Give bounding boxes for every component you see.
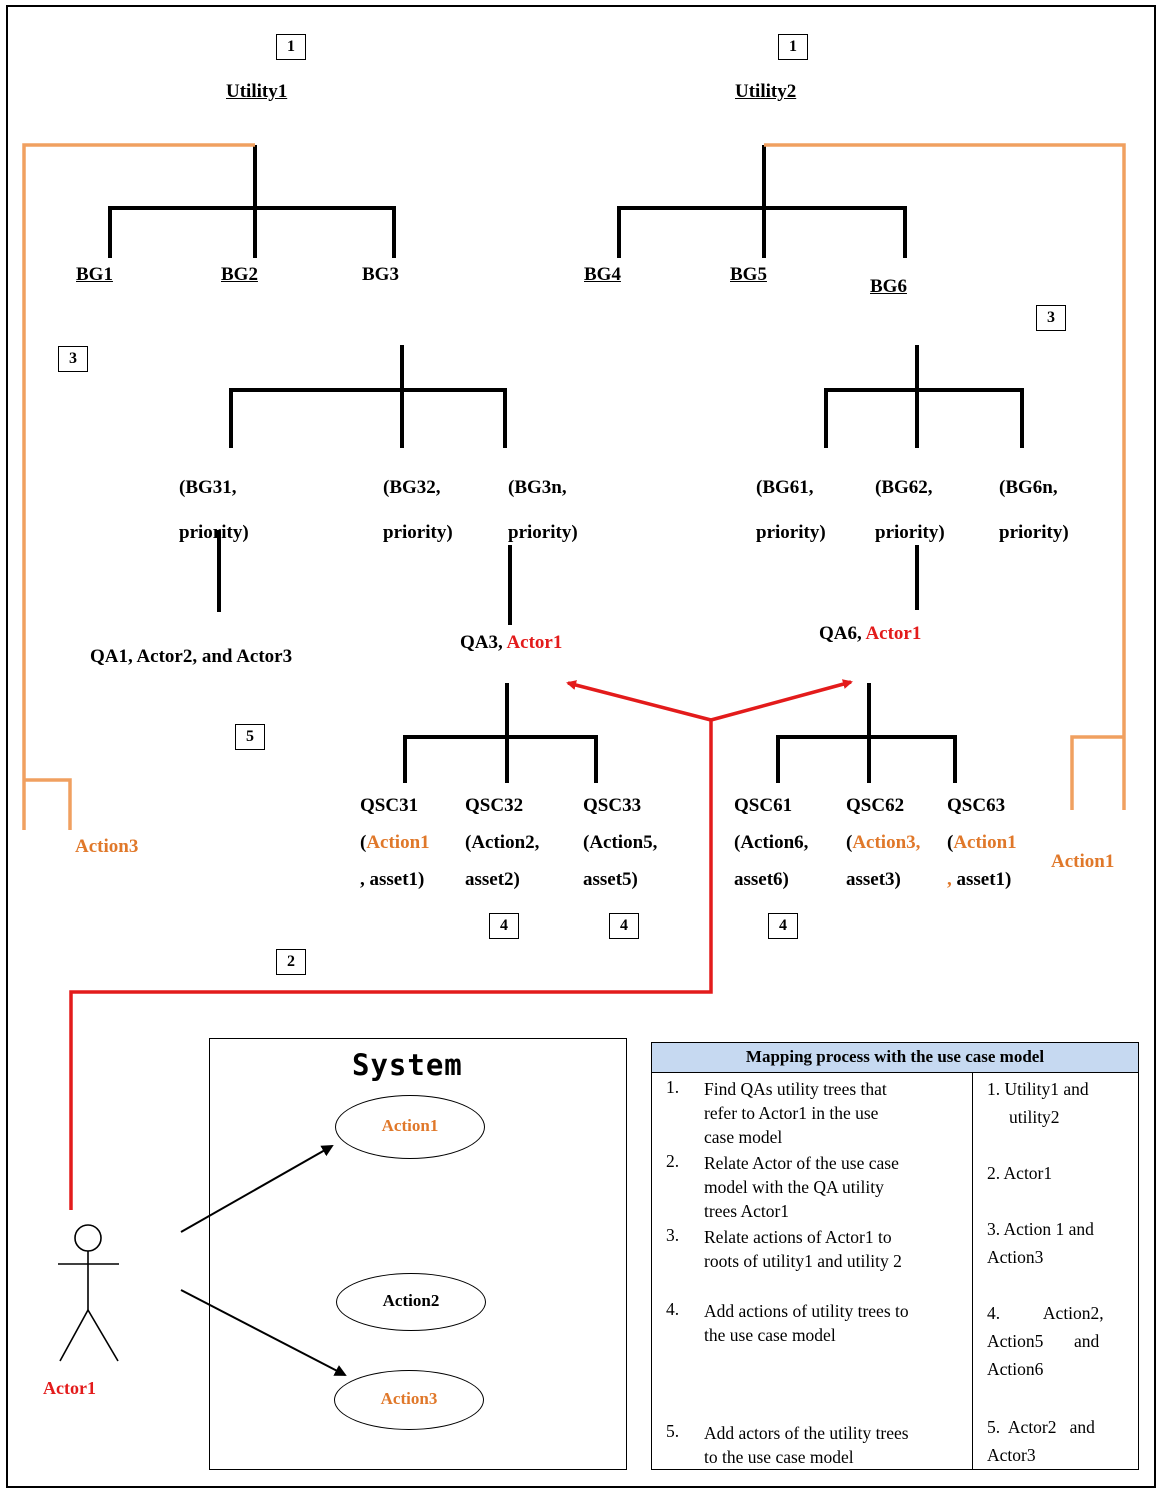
use-case-action3: Action3 bbox=[334, 1370, 484, 1430]
use-case-action1: Action1 bbox=[335, 1095, 485, 1159]
system-title: System bbox=[352, 1048, 463, 1082]
use-case-action2: Action2 bbox=[336, 1273, 486, 1331]
bg6-node: BG6 bbox=[870, 276, 907, 297]
utility2-root: Utility2 bbox=[735, 81, 797, 102]
step2-result: 2. Actor1 bbox=[987, 1163, 1053, 1183]
step4-number: 4. bbox=[666, 1299, 680, 1319]
system-boundary bbox=[209, 1038, 627, 1470]
bg31-node: (BG31,priority) bbox=[179, 477, 249, 543]
bg3n-node: (BG3n,priority) bbox=[508, 477, 578, 543]
step-label-4-c: 4 bbox=[768, 913, 798, 939]
bg5-node: BG5 bbox=[730, 264, 767, 285]
qsc63-node: QSC63 (Action1 , asset1) bbox=[947, 795, 1017, 890]
step5-text: Add actors of the utility trees to the u… bbox=[704, 1423, 909, 1467]
step-label-2: 2 bbox=[276, 949, 306, 975]
step2-number: 2. bbox=[666, 1151, 680, 1171]
step-label-4-b: 4 bbox=[609, 913, 639, 939]
step2-text: Relate Actor of the use case model with … bbox=[704, 1153, 899, 1221]
qsc31-node: QSC31 (Action1 , asset1) bbox=[360, 795, 430, 890]
step-label-3-right: 3 bbox=[1036, 305, 1066, 331]
step1-number: 1. bbox=[666, 1077, 680, 1097]
bg1-node: BG1 bbox=[76, 264, 113, 285]
qsc62-action: Action3, bbox=[852, 832, 921, 853]
step5-result: 5. Actor2 and Actor3 bbox=[987, 1417, 1095, 1465]
qsc62-node: QSC62 (Action3, asset3) bbox=[846, 795, 921, 890]
qsc33-node: QSC33 (Action5, asset5) bbox=[583, 795, 658, 890]
step4-result: 4. Action2, Action5 and Action6 bbox=[987, 1303, 1104, 1379]
step3-number: 3. bbox=[666, 1225, 680, 1245]
actor-figure bbox=[58, 1224, 119, 1362]
step1-text: Find QAs utility trees that refer to Act… bbox=[704, 1079, 887, 1147]
qa3-actor: Actor1 bbox=[506, 632, 563, 653]
step3-result: 3. Action 1 and Action3 bbox=[987, 1219, 1094, 1267]
mapping-table: Mapping process with the use case model … bbox=[651, 1042, 1139, 1470]
actor1-label: Actor1 bbox=[43, 1378, 96, 1398]
qa6-actor: Actor1 bbox=[865, 623, 922, 644]
qa3-node: QA3, Actor1 bbox=[460, 632, 563, 653]
right-action-label: Action1 bbox=[1051, 851, 1115, 872]
bg61-node: (BG61,priority) bbox=[756, 477, 826, 543]
figure-frame bbox=[6, 5, 1156, 1488]
bg4-node: BG4 bbox=[584, 264, 621, 285]
qsc63-action: Action1 bbox=[953, 832, 1017, 853]
bg62-node: (BG62,priority) bbox=[875, 477, 945, 543]
step1-result: 1. Utility1 and utility2 bbox=[987, 1079, 1089, 1127]
qa6-node: QA6, Actor1 bbox=[819, 623, 922, 644]
step-label-4-a: 4 bbox=[489, 913, 519, 939]
qa1-node: QA1, Actor2, and Actor3 bbox=[90, 646, 293, 667]
step4-text: Add actions of utility trees to the use … bbox=[704, 1301, 909, 1345]
bg32-node: (BG32,priority) bbox=[383, 477, 453, 543]
qsc31-action: Action1 bbox=[366, 832, 430, 853]
step-label-1-right: 1 bbox=[778, 34, 808, 60]
qsc32-node: QSC32 (Action2, asset2) bbox=[465, 795, 540, 890]
utility1-root: Utility1 bbox=[226, 81, 288, 102]
bg3-node: BG3 bbox=[362, 264, 399, 285]
mapping-table-title: Mapping process with the use case model bbox=[652, 1043, 1138, 1073]
left-action-label: Action3 bbox=[75, 836, 139, 857]
step-label-1-left: 1 bbox=[276, 34, 306, 60]
step-label-5: 5 bbox=[235, 724, 265, 750]
bg6n-node: (BG6n,priority) bbox=[999, 477, 1069, 543]
step5-number: 5. bbox=[666, 1421, 680, 1441]
step-label-3-left: 3 bbox=[58, 346, 88, 372]
step3-text: Relate actions of Actor1 to roots of uti… bbox=[704, 1227, 902, 1271]
qsc61-node: QSC61 (Action6, asset6) bbox=[734, 795, 809, 890]
bg2-node: BG2 bbox=[221, 264, 258, 285]
